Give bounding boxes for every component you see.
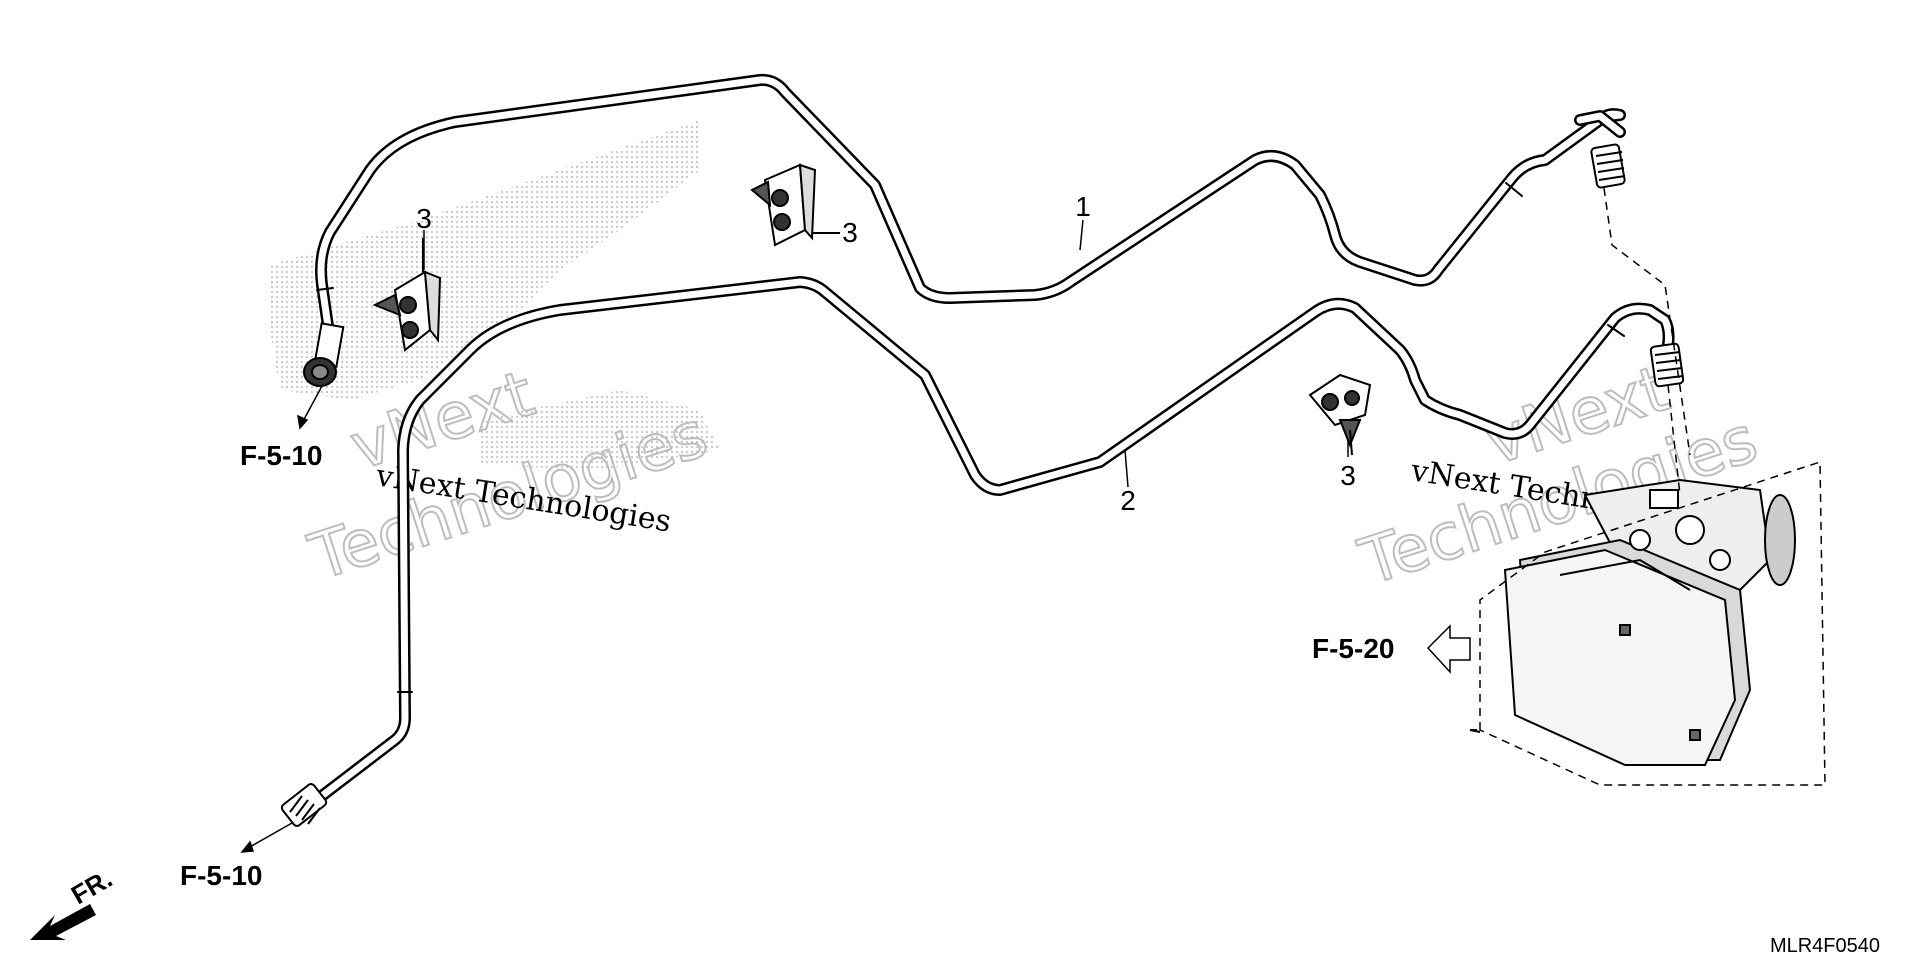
modulator-dashed-outline (1479, 460, 1826, 786)
part-number-1: 1 (1075, 191, 1091, 222)
reference-arrow-upper-left (297, 385, 323, 430)
reference-label-lower-left: F-5-10 (180, 860, 262, 891)
pipe-2-fitting-right (1649, 342, 1685, 388)
front-indicator-label: FR. (66, 863, 117, 910)
pipe-clip-left (372, 238, 442, 352)
front-direction-arrow-icon (30, 904, 96, 940)
brake-pipe-2 (304, 276, 1675, 811)
brake-pipe-1 (315, 73, 1626, 346)
pipe-clip-middle (750, 163, 840, 247)
reference-label-upper-left: F-5-10 (240, 440, 322, 471)
pipe-1-fitting-right (1590, 143, 1626, 189)
reference-arrow-lower-left (240, 822, 293, 853)
drawing-code: MLR4F0540 (1770, 935, 1880, 957)
pipe-clip-right (1308, 373, 1372, 456)
reference-label-modulator: F-5-20 (1312, 633, 1394, 664)
leader-lines (423, 219, 1349, 488)
connection-dashed-lines (1603, 187, 1691, 496)
pipe-2-fitting-left (280, 783, 328, 827)
part-number-3-left: 3 (416, 203, 432, 234)
part-number-3-middle: 3 (842, 217, 858, 248)
dotted-watermark-area (270, 120, 720, 470)
part-number-2: 2 (1120, 485, 1136, 516)
reference-arrow-modulator-icon (1426, 624, 1471, 674)
part-number-3-right: 3 (1340, 460, 1356, 491)
abs-modulator-unit (1469, 478, 1796, 766)
pipe-1-fitting-left (303, 322, 345, 387)
